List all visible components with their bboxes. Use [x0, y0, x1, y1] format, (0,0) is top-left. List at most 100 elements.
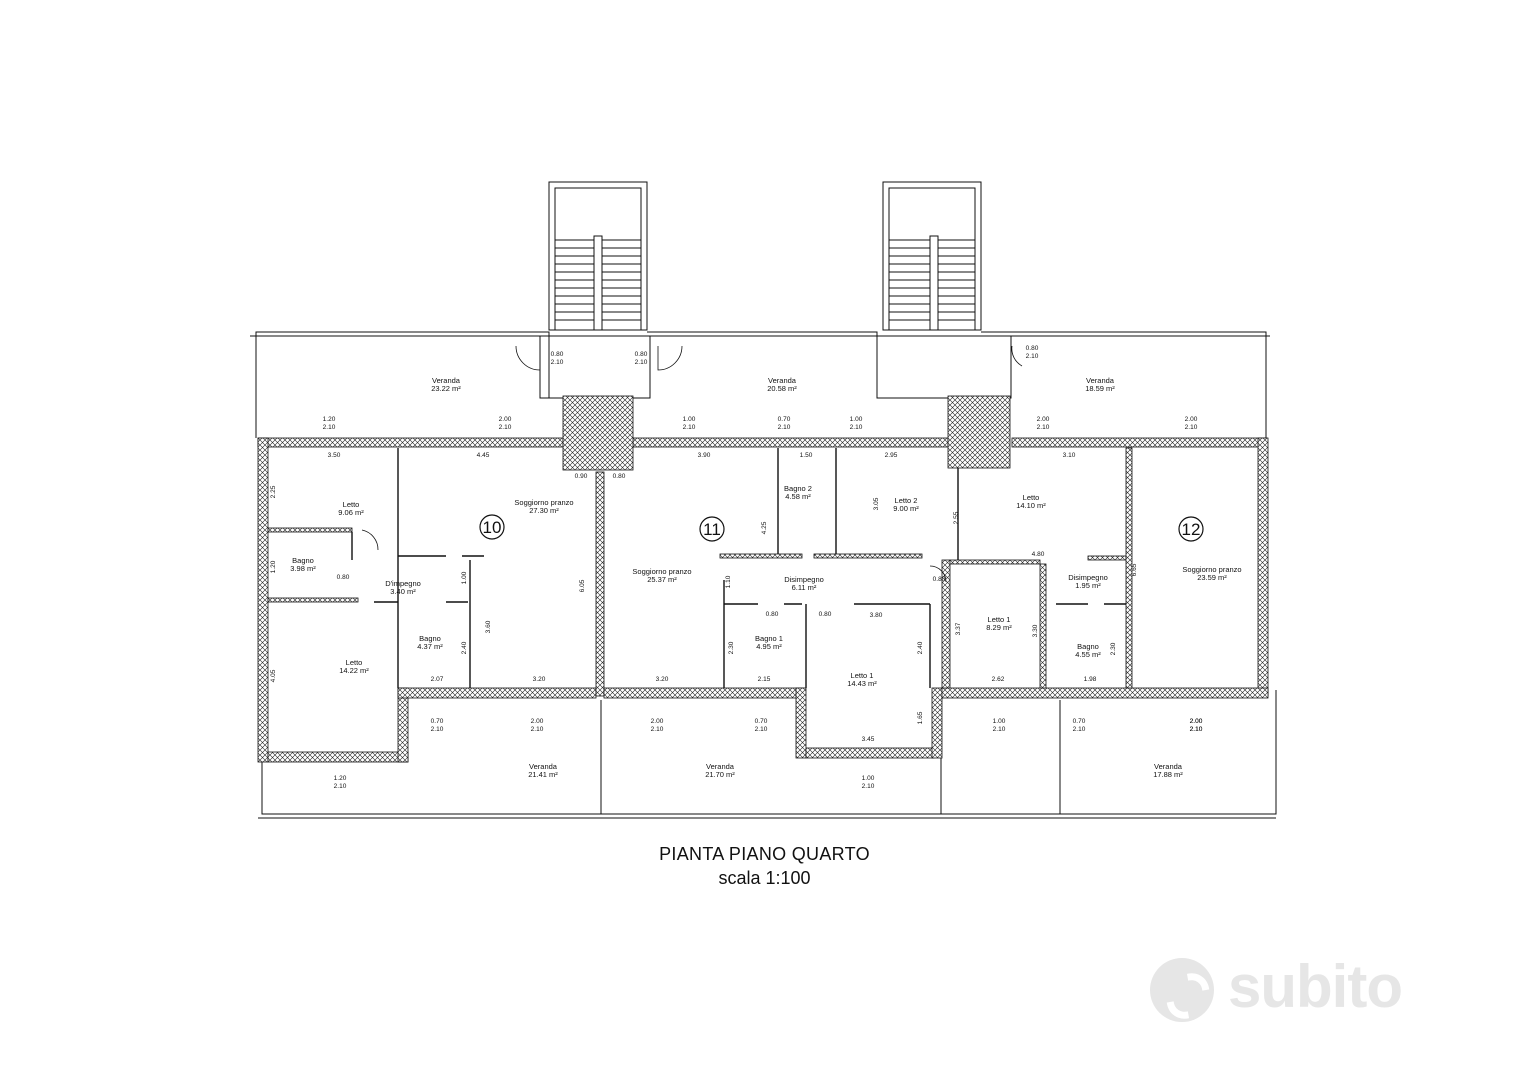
opening-dimension: 2.10 — [651, 726, 664, 733]
opening-dimension: 2.10 — [1190, 726, 1203, 733]
dimension-label: 2.62 — [992, 676, 1005, 683]
room-area: 23.22 m² — [431, 384, 461, 393]
dimension-label: 4.80 — [1032, 551, 1045, 558]
dimension-label: 0.80 — [933, 576, 946, 583]
opening-dimension: 2.10 — [1037, 424, 1050, 431]
room-area: 4.95 m² — [756, 642, 782, 651]
opening-dimension: 2.10 — [551, 359, 564, 366]
room-name: Bagno — [419, 634, 441, 643]
room-name: Veranda — [529, 762, 558, 771]
opening-dimension: 2.10 — [499, 424, 512, 431]
vertical-dimension-label: 2.40 — [461, 641, 468, 654]
room-area: 8.29 m² — [986, 623, 1012, 632]
room-area: 20.58 m² — [767, 384, 797, 393]
opening-dimension: 2.00 — [531, 718, 544, 725]
dimension-label: 1.98 — [1084, 676, 1097, 683]
vertical-dimension-label: 2.40 — [917, 641, 924, 654]
dimension-label: 3.80 — [870, 612, 883, 619]
dimension-label: 2.07 — [431, 676, 444, 683]
vertical-dimension-label: 6.05 — [579, 579, 586, 592]
veranda-outline — [250, 331, 1277, 819]
opening-dimension: 2.10 — [1190, 726, 1203, 733]
room-area: 23.59 m² — [1197, 573, 1227, 582]
opening-dimension: 2.10 — [755, 726, 768, 733]
room-area: 17.88 m² — [1153, 770, 1183, 779]
staircase-right — [882, 181, 982, 331]
plan-scale: scala 1:100 — [718, 868, 811, 888]
room-name: Soggiorno pranzo — [632, 567, 691, 576]
room-area: 18.59 m² — [1085, 384, 1115, 393]
dimension-label: 3.50 — [328, 452, 341, 459]
dimension-label: 3.45 — [862, 736, 875, 743]
room-area: 4.37 m² — [417, 642, 443, 651]
room-area: 6.11 m² — [792, 583, 817, 592]
room-area: 21.41 m² — [528, 770, 558, 779]
room-area: 4.58 m² — [785, 492, 811, 501]
partitions — [351, 448, 1126, 688]
unit-number-11: 11 — [703, 520, 721, 539]
room-area: 21.70 m² — [705, 770, 735, 779]
door-swings — [361, 345, 1023, 583]
unit-number-10: 10 — [483, 518, 502, 537]
opening-dimension: 2.00 — [651, 718, 664, 725]
opening-dimension: 1.00 — [862, 775, 875, 782]
opening-dimension: 2.10 — [323, 424, 336, 431]
room-name: Letto — [1023, 493, 1040, 502]
room-area: 25.37 m² — [647, 575, 677, 584]
dimension-label: 0.80 — [613, 473, 626, 480]
dimension-label: 4.45 — [477, 452, 490, 459]
room-name: Letto 1 — [988, 615, 1011, 624]
opening-dimension: 0.70 — [1073, 718, 1086, 725]
room-name: Veranda — [432, 376, 461, 385]
room-area: 9.06 m² — [338, 508, 364, 517]
room-name: Bagno — [292, 556, 314, 565]
room-area: 14.43 m² — [847, 679, 877, 688]
opening-dimension: 2.10 — [1185, 424, 1198, 431]
opening-dimension: 0.80 — [551, 351, 564, 358]
opening-dimension: 2.10 — [1026, 353, 1039, 360]
room-area: 3.40 m² — [390, 587, 416, 596]
dimension-label: 0.90 — [575, 473, 588, 480]
room-name: Letto 2 — [895, 496, 918, 505]
vertical-dimension-label: 1.20 — [270, 560, 277, 573]
room-name: D'impegno — [385, 579, 421, 588]
opening-dimension: 2.00 — [1185, 416, 1198, 423]
room-area: 14.10 m² — [1016, 501, 1046, 510]
opening-dimension: 2.10 — [862, 783, 875, 790]
unit-number-12: 12 — [1182, 520, 1201, 539]
opening-dimension: 2.10 — [778, 424, 791, 431]
vertical-dimension-label: 2.25 — [270, 485, 277, 498]
room-name: Bagno 1 — [755, 634, 783, 643]
opening-dimension: 1.00 — [683, 416, 696, 423]
room-name: Letto 1 — [851, 671, 874, 680]
opening-dimensions: 0.802.100.802.100.802.101.202.102.002.10… — [323, 345, 1203, 790]
room-area: 27.30 m² — [529, 506, 559, 515]
plan-title: PIANTA PIANO QUARTO — [659, 844, 870, 864]
room-name: Letto — [346, 658, 363, 667]
opening-dimension: 2.10 — [850, 424, 863, 431]
vertical-dimension-label: 1.00 — [461, 571, 468, 584]
vertical-dimension-label: 3.05 — [873, 497, 880, 510]
opening-dimension: 1.20 — [334, 775, 347, 782]
staircase-left — [548, 181, 648, 331]
opening-dimension: 1.00 — [993, 718, 1006, 725]
room-name: Veranda — [768, 376, 797, 385]
walls — [257, 395, 1269, 763]
dimension-label: 0.80 — [337, 574, 350, 581]
room-name: Soggiorno pranzo — [1182, 565, 1241, 574]
opening-dimension: 2.10 — [993, 726, 1006, 733]
opening-dimension: 2.00 — [1037, 416, 1050, 423]
opening-dimension: 0.70 — [431, 718, 444, 725]
opening-dimension: 2.00 — [499, 416, 512, 423]
dimension-label: 0.80 — [819, 611, 832, 618]
dimension-label: 3.20 — [656, 676, 669, 683]
vertical-dimension-label: 3.60 — [485, 620, 492, 633]
unit-numbers — [479, 514, 1204, 542]
opening-dimension: 2.10 — [531, 726, 544, 733]
room-name: Veranda — [1086, 376, 1115, 385]
vertical-dimension-label: 3.30 — [1032, 624, 1039, 637]
room-name: Soggiorno pranzo — [514, 498, 573, 507]
opening-dimension: 0.80 — [1026, 345, 1039, 352]
